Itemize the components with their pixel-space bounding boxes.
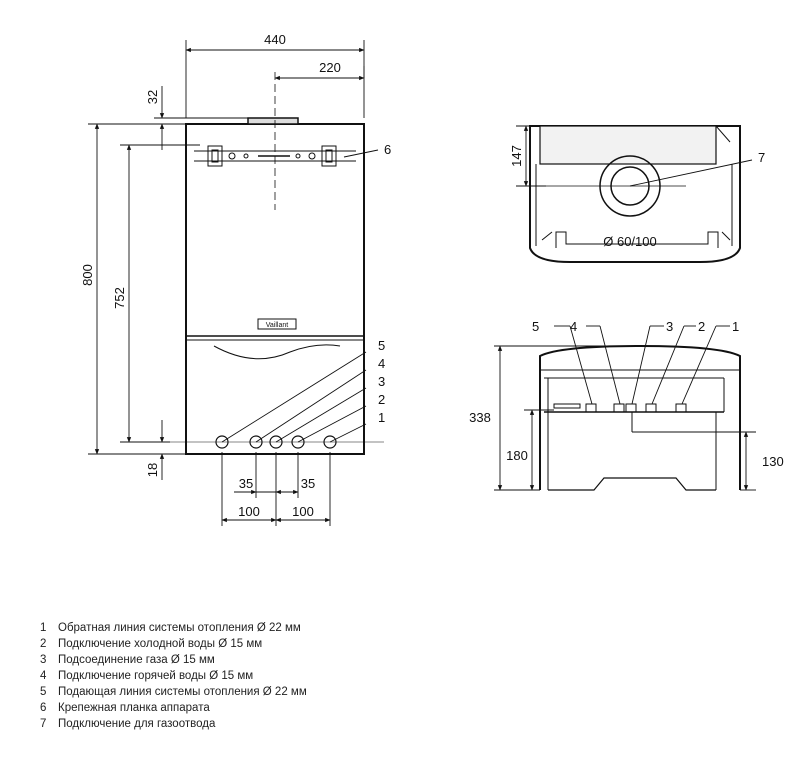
legend-text: Подключение холодной воды Ø 15 мм	[58, 638, 263, 650]
callout-7: 7	[758, 150, 765, 165]
callout-2-front: 2	[378, 392, 385, 407]
legend-text: Подающая линия системы отопления Ø 22 мм	[58, 686, 307, 698]
dim-35-left: 35	[239, 476, 253, 491]
callout-5-front: 5	[378, 338, 385, 353]
callout-1-side: 1	[732, 319, 739, 334]
dim-130: 130	[762, 454, 784, 469]
callout-4-side: 4	[570, 319, 577, 334]
callout-2-side: 2	[698, 319, 705, 334]
pipe-connections	[166, 435, 384, 449]
top-view	[516, 125, 753, 263]
dim-100-right: 100	[292, 504, 314, 519]
legend-text: Подключение горячей воды Ø 15 мм	[58, 670, 254, 682]
legend-num: 6	[40, 702, 47, 714]
legend-num: 2	[40, 638, 47, 650]
dim-220: 220	[319, 60, 341, 75]
dim-338: 338	[469, 410, 491, 425]
dim-100-left: 100	[238, 504, 260, 519]
legend-item: 4 Подключение горячей воды Ø 15 мм	[40, 668, 307, 684]
logo-plate	[257, 318, 297, 330]
legend-item: 5 Подающая линия системы отопления Ø 22 м…	[40, 684, 307, 700]
legend-item: 3 Подсоединение газа Ø 15 мм	[40, 652, 307, 668]
logo-text: Vaillant	[266, 322, 288, 329]
dim-147: 147	[509, 145, 524, 167]
callout-3-front: 3	[378, 374, 385, 389]
technical-drawing: Vaillant	[80, 32, 784, 526]
legend-num: 4	[40, 670, 47, 682]
legend-item: 2 Подключение холодной воды Ø 15 мм	[40, 636, 307, 652]
front-leaders	[221, 149, 379, 443]
legend-text: Подключение для газоотвода	[58, 718, 216, 730]
callout-6: 6	[384, 142, 391, 157]
legend-text: Крепежная планка аппарата	[58, 702, 210, 714]
front-view: Vaillant	[88, 40, 384, 526]
flue-stub	[247, 117, 299, 125]
dim-440: 440	[264, 32, 286, 47]
legend: 1 Обратная линия системы отопления Ø 22 м…	[40, 620, 307, 732]
legend-num: 3	[40, 654, 47, 666]
legend-num: 7	[40, 718, 47, 730]
dim-32: 32	[145, 90, 160, 104]
dim-35-right: 35	[301, 476, 315, 491]
dim-180: 180	[506, 448, 528, 463]
legend-text: Подсоединение газа Ø 15 мм	[58, 654, 215, 666]
side-view-outline	[539, 344, 741, 490]
top-view-outline	[529, 125, 741, 263]
dim-800: 800	[80, 264, 95, 286]
callout-1-front: 1	[378, 410, 385, 425]
flue-label: Ø 60/100	[603, 234, 657, 249]
front-panel-curve	[213, 344, 341, 360]
legend-item: 7 Подключение для газоотвода	[40, 716, 307, 732]
legend-num: 5	[40, 686, 47, 698]
legend-text: Обратная линия системы отопления Ø 22 мм	[58, 622, 301, 634]
legend-item: 6 Крепежная планка аппарата	[40, 700, 307, 716]
side-view	[494, 325, 756, 491]
legend-num: 1	[40, 622, 47, 634]
legend-item: 1 Обратная линия системы отопления Ø 22 м…	[40, 620, 307, 636]
callout-5-side: 5	[532, 319, 539, 334]
front-dimension-lines	[88, 40, 365, 526]
dim-18: 18	[145, 463, 160, 477]
callout-4-front: 4	[378, 356, 385, 371]
callout-3-side: 3	[666, 319, 673, 334]
dim-752: 752	[112, 287, 127, 309]
